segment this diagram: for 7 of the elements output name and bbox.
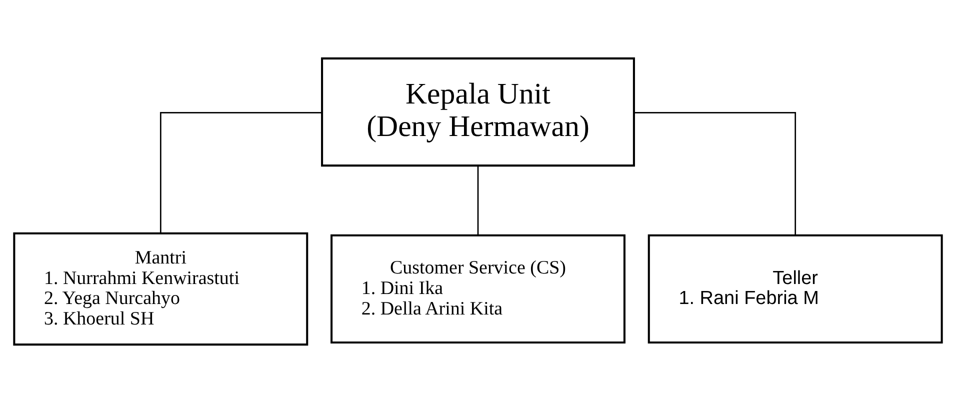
connector: [634, 112, 796, 236]
node-box: Mantri 1. Nurrahmi Kenwirastuti 2. Yega Nurcahyo 3. Khoerul SH: [13, 232, 308, 346]
node-box: Customer Service (CS) 1. Dini Ika 2. Della Arini Kita: [330, 234, 626, 344]
node-box: Teller 1. Rani Febria M: [648, 234, 943, 344]
connector: [477, 166, 479, 235]
connector: [160, 112, 322, 234]
node-box: Kepala Unit (Deny Hermawan): [321, 57, 635, 167]
